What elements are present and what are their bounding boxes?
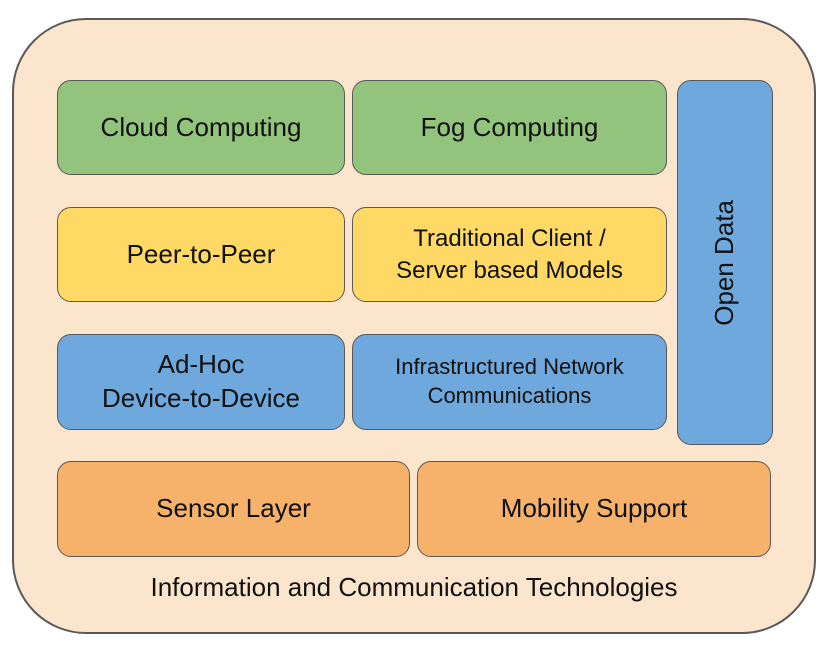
infrastructured-network-box: Infrastructured Network Communications [352, 334, 667, 430]
ict-footer-label: Information and Communication Technologi… [150, 572, 678, 602]
sensor-layer-label: Sensor Layer [156, 493, 311, 524]
ad-hoc-label: Ad-Hoc Device-to-Device [102, 349, 300, 413]
open-data-label: Open Data [709, 199, 740, 326]
mobility-support-label: Mobility Support [500, 493, 688, 524]
infrastructured-network-label: Infrastructured Network Communications [395, 354, 624, 408]
peer-to-peer-label: Peer-to-Peer [126, 238, 276, 269]
open-data-box: Open Data [677, 80, 773, 445]
ad-hoc-box: Ad-Hoc Device-to-Device [57, 334, 345, 430]
fog-computing-box: Fog Computing [352, 80, 667, 175]
cloud-computing-label: Cloud Computing [100, 111, 302, 142]
peer-to-peer-box: Peer-to-Peer [57, 207, 345, 302]
cloud-computing-box: Cloud Computing [57, 80, 345, 175]
client-server-label: Traditional Client / Server based Models [396, 225, 623, 284]
mobility-support-box: Mobility Support [417, 461, 771, 557]
fog-computing-label: Fog Computing [420, 111, 599, 142]
client-server-box: Traditional Client / Server based Models [352, 207, 667, 302]
sensor-layer-box: Sensor Layer [57, 461, 410, 557]
